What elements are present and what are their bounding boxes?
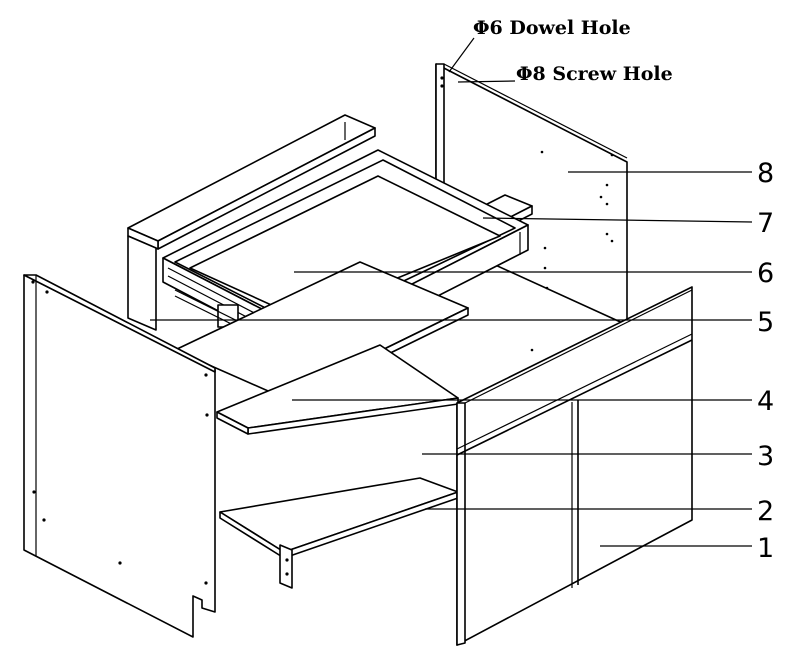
base-panel xyxy=(219,477,459,589)
side-panel xyxy=(23,274,216,638)
part-number-2: 2 xyxy=(757,496,774,527)
part-number-5: 5 xyxy=(757,307,774,338)
part-number-3: 3 xyxy=(757,441,774,472)
part-number-7: 7 xyxy=(757,208,774,239)
part-number-1: 1 xyxy=(757,533,774,564)
part-number-6: 6 xyxy=(757,258,774,289)
bottom-shelf xyxy=(216,344,459,435)
leader-lines xyxy=(150,37,753,547)
part-number-4: 4 xyxy=(757,386,774,417)
front-panels xyxy=(456,286,693,646)
part-number-8: 8 xyxy=(757,158,774,189)
screw-hole-label: Φ8 Screw Hole xyxy=(516,63,673,85)
dowel-hole-label: Φ6 Dowel Hole xyxy=(473,17,631,39)
